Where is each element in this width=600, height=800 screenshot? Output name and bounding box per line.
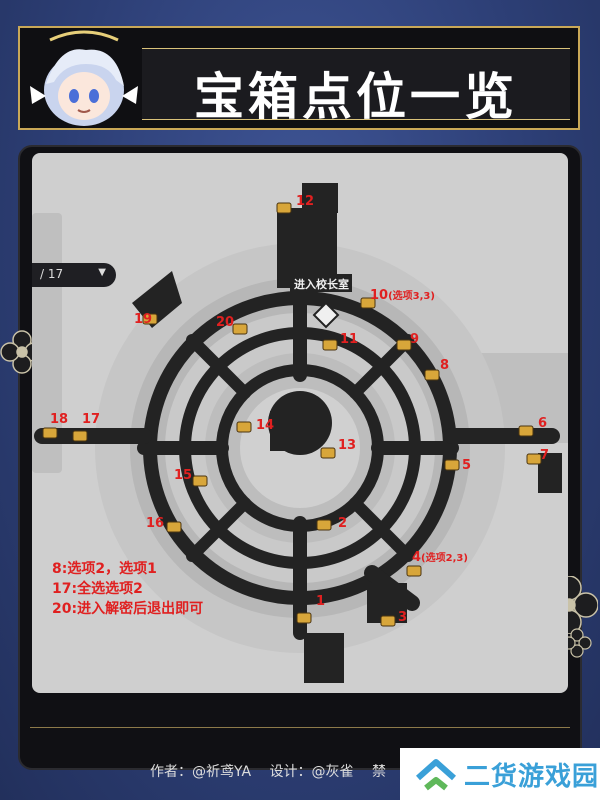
chest-icon — [396, 339, 412, 351]
chest-marker: 19 — [134, 312, 158, 327]
chest-marker: 8 — [424, 358, 449, 381]
design-credit: 设计：@灰雀 — [269, 764, 354, 780]
chest-icon — [526, 453, 542, 465]
chest-icon — [406, 565, 422, 577]
chest-note: (选项2,3) — [421, 551, 468, 564]
watermark: 二货游戏园 — [400, 748, 600, 800]
chest-icon — [42, 427, 58, 439]
frame-divider — [30, 727, 570, 728]
watermark-text: 二货游戏园 — [464, 761, 600, 792]
credit-tail: 禁 — [371, 764, 386, 780]
chest-number-label: 18 — [50, 412, 68, 427]
chest-icon — [444, 459, 460, 471]
chest-marker: 13 — [320, 438, 356, 459]
chest-icon — [360, 297, 376, 309]
avatar — [30, 30, 138, 126]
page-title: 宝箱点位一览 — [194, 68, 518, 126]
chest-number-label: 2 — [338, 516, 347, 531]
chest-icon — [72, 430, 88, 442]
chest-marker: 5 — [444, 458, 471, 473]
chest-number-label: 8 — [440, 358, 449, 373]
chest-icon — [296, 612, 312, 624]
chest-icon — [142, 313, 158, 325]
chest-marker: 11 — [322, 332, 358, 351]
chest-note: (选项3,3) — [388, 289, 435, 302]
chest-marker: 3 — [380, 610, 407, 627]
chest-marker: 18 — [42, 412, 68, 439]
chest-number-label: 4(选项2,3) — [412, 550, 468, 565]
chest-marker: 16 — [146, 516, 182, 533]
chest-marker: 2 — [316, 516, 347, 531]
note-line: 20:进入解密后退出即可 — [52, 600, 203, 617]
chest-icon — [192, 475, 208, 487]
chest-number-label: 17 — [82, 412, 100, 427]
author-credit: 作者：@祈鸢YA — [150, 764, 252, 780]
chest-number-label: 7 — [540, 448, 549, 463]
chest-marker: 14 — [236, 418, 274, 433]
chest-number-label: 9 — [410, 332, 419, 347]
chest-number-label: 1 — [316, 594, 325, 609]
chest-icon — [166, 521, 182, 533]
logo-icon — [416, 759, 456, 791]
chest-icon — [518, 425, 534, 437]
chevron-down-icon: ▼ — [98, 267, 106, 278]
map-rooms — [132, 183, 562, 683]
floor-selector-label: / 17 — [40, 267, 64, 281]
chest-number-label: 16 — [146, 516, 164, 531]
room-label: 进入校长室 — [294, 277, 349, 291]
chest-marker: 15 — [174, 468, 208, 487]
chest-icon — [380, 615, 396, 627]
chest-number-label: 19 — [134, 312, 152, 327]
chest-marker: 7 — [526, 448, 549, 465]
chest-icon — [320, 447, 336, 459]
floor-selector[interactable]: / 17 ▼ — [32, 263, 116, 287]
map-notes: 8:选项2，选项1 17:全选选项2 20:进入解密后退出即可 — [52, 560, 203, 617]
chest-marker: 9 — [396, 332, 419, 351]
chest-marker: 10(选项3,3) — [360, 288, 435, 309]
chest-number-label: 5 — [462, 458, 471, 473]
chest-number-label: 13 — [338, 438, 356, 453]
chest-number-label: 20 — [216, 315, 234, 330]
header-banner: 宝箱点位一览 — [18, 26, 580, 130]
chest-icon — [316, 519, 332, 531]
map-walkways — [34, 286, 560, 640]
room-label-bg — [290, 274, 352, 292]
chest-marker: 4(选项2,3) — [406, 550, 468, 577]
chest-marker: 6 — [518, 416, 547, 437]
gate-icon — [312, 301, 340, 329]
chest-marker: 20 — [216, 315, 248, 335]
chest-marker: 1 — [296, 594, 325, 624]
chest-icon — [322, 339, 338, 351]
chest-number-label: 6 — [538, 416, 547, 431]
chest-number-label: 3 — [398, 610, 407, 625]
chest-points-layer: 1234(选项2,3)5678910(选项3,3)111213141516171… — [42, 194, 549, 627]
map-canvas: 8:选项2，选项1 17:全选选项2 20:进入解密后退出即可 进入校长室 12… — [32, 183, 568, 683]
note-line: 8:选项2，选项1 — [52, 560, 157, 577]
chest-icon — [236, 421, 252, 433]
chest-number-label: 15 — [174, 468, 192, 483]
credits: 作者：@祈鸢YA 设计：@灰雀 禁 — [150, 761, 400, 781]
chest-number-label: 14 — [256, 418, 274, 433]
chest-icon — [424, 369, 440, 381]
chest-marker: 12 — [276, 194, 314, 214]
title-box: 宝箱点位一览 — [142, 48, 570, 126]
chest-number-label: 10(选项3,3) — [370, 288, 435, 303]
chest-number-label: 11 — [340, 332, 358, 347]
chest-icon — [232, 323, 248, 335]
note-line: 17:全选选项2 — [52, 580, 143, 597]
chest-marker: 17 — [72, 412, 100, 442]
chest-icon — [276, 202, 292, 214]
chest-number-label: 12 — [296, 194, 314, 209]
